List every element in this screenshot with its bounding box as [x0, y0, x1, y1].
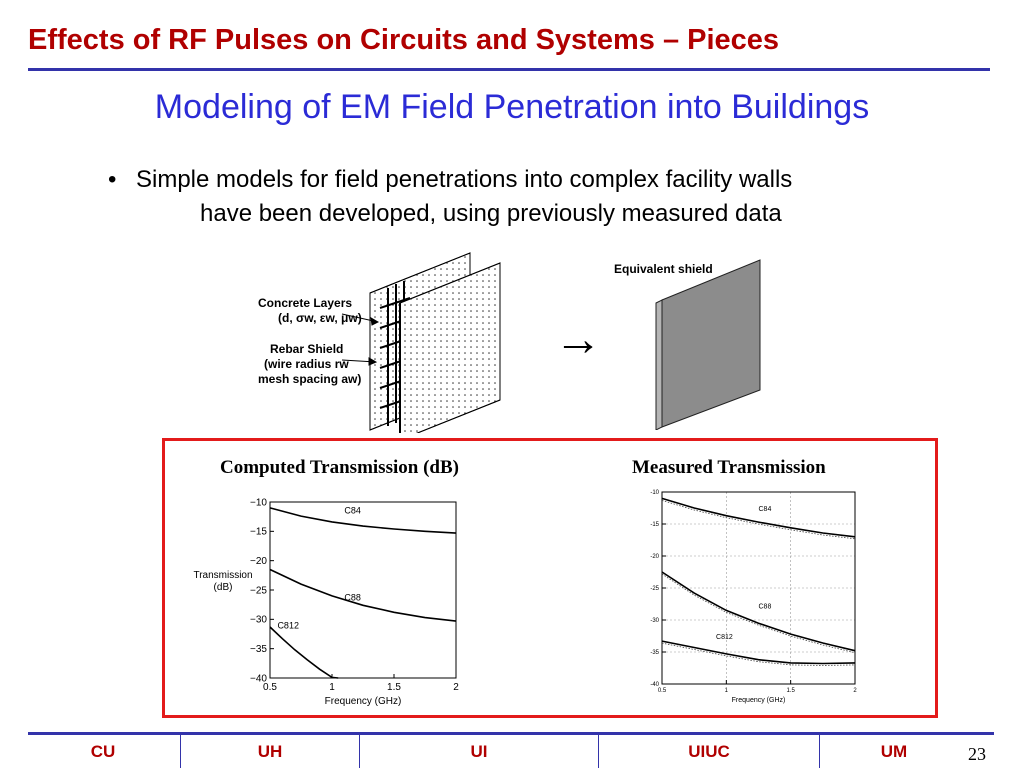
series-line-c84-band — [661, 500, 856, 540]
bullet-text-line-1: Simple models for field penetrations int… — [136, 166, 793, 193]
x-tick-label: 1 — [329, 682, 335, 693]
concrete-params-label: (d, σw, εw, μw) — [278, 311, 362, 325]
series-label-c88: C88 — [759, 603, 772, 610]
y-tick-label: -30 — [650, 618, 659, 624]
series-line-c88 — [661, 571, 856, 652]
bullet-text-line-2: have been developed, using previously me… — [200, 200, 782, 227]
series-label-c812: C812 — [716, 634, 733, 641]
y-tick-label: −20 — [250, 556, 267, 567]
slide-subtitle: Modeling of EM Field Penetration into Bu… — [154, 88, 870, 126]
page-number: 23 — [968, 744, 986, 764]
x-tick-label: 1 — [725, 688, 729, 694]
footer-item-ui: UI — [470, 741, 488, 761]
footer-item-uh: UH — [257, 741, 283, 761]
series-label-c84: C84 — [759, 506, 772, 513]
y-tick-label: −35 — [250, 644, 267, 655]
x-axis-label: Frequency (GHz) — [732, 697, 786, 704]
equivalent-shield — [655, 259, 761, 430]
y-tick-label: -10 — [650, 490, 659, 496]
footer-item-uiuc: UIUC — [688, 741, 730, 761]
series-label-c88: C88 — [344, 593, 361, 603]
series-line-c88 — [269, 568, 457, 622]
y-tick-label: -40 — [650, 682, 659, 688]
x-tick-label: 0.5 — [658, 688, 667, 694]
x-tick-label: 2 — [853, 688, 857, 694]
footer-item-um: UM — [880, 741, 908, 761]
x-tick-label: 2 — [453, 682, 459, 693]
footer-separator — [819, 735, 820, 768]
pointer-arrows — [341, 313, 380, 366]
concrete-layers-label: Concrete Layers — [258, 296, 353, 310]
footer-separator — [359, 735, 360, 768]
footer-separator — [180, 735, 181, 768]
series-line-c88-band — [661, 573, 856, 654]
bullet-marker: • — [108, 166, 117, 193]
rebar-wire-radius-label: (wire radius rw — [264, 357, 349, 371]
footer-divider — [28, 732, 994, 735]
rebar-shield-label: Rebar Shield — [270, 342, 344, 356]
y-tick-label: −10 — [250, 497, 267, 508]
footer-separator — [598, 735, 599, 768]
computed-chart-title: Computed Transmission (dB) — [220, 457, 459, 478]
series-line-c812-band — [661, 642, 856, 666]
wall-diagram — [369, 252, 501, 433]
y-axis-label: (dB) — [214, 582, 233, 593]
series-line-c812 — [661, 640, 856, 665]
y-tick-label: -35 — [650, 650, 659, 656]
x-tick-label: 1.5 — [387, 682, 401, 693]
y-axis-label: Transmission — [193, 570, 252, 581]
y-tick-label: −30 — [250, 615, 267, 626]
charts-frame — [162, 438, 938, 718]
equivalent-shield-label: Equivalent shield — [614, 262, 713, 276]
footer-item-cu: CU — [90, 741, 116, 761]
x-tick-label: 0.5 — [263, 682, 277, 693]
equivalence-arrow: → — [554, 313, 602, 366]
y-tick-label: −15 — [250, 527, 267, 538]
series-line-c84 — [269, 507, 457, 534]
y-tick-label: -20 — [650, 554, 659, 560]
measured-chart-title: Measured Transmission — [632, 457, 826, 478]
x-axis-label: Frequency (GHz) — [325, 696, 402, 707]
y-tick-label: −40 — [250, 673, 267, 684]
y-tick-label: −25 — [250, 585, 267, 596]
x-tick-label: 1.5 — [786, 688, 795, 694]
series-label-c812: C812 — [277, 621, 299, 631]
series-label-c84: C84 — [344, 506, 361, 516]
rebar-mesh-spacing-label: mesh spacing aw) — [258, 372, 362, 386]
series-line-c84 — [661, 497, 856, 538]
y-tick-label: -25 — [650, 586, 659, 592]
series-line-c812 — [269, 626, 339, 679]
y-tick-label: -15 — [650, 522, 659, 528]
header-divider — [28, 68, 990, 71]
slide-header-title: Effects of RF Pulses on Circuits and Sys… — [28, 24, 780, 56]
